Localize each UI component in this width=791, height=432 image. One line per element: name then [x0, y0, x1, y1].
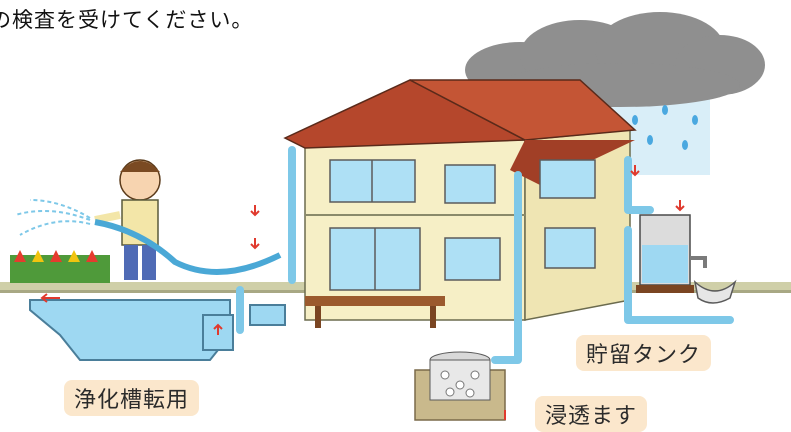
water-spray	[14, 199, 91, 236]
person-watering	[94, 159, 161, 280]
wooden-deck	[305, 296, 445, 306]
page-heading: の検査を受けてください。	[0, 8, 254, 32]
label-septic-conversion: 浄化槽転用	[64, 380, 200, 416]
infiltration-basin	[414, 351, 506, 421]
pipes	[236, 146, 734, 364]
tulip-flowers	[10, 250, 110, 283]
flow-arrows	[40, 165, 685, 420]
storage-tank	[636, 214, 737, 304]
septic-tank	[29, 299, 231, 361]
label-storage-tank: 貯留タンク	[576, 335, 712, 371]
label-infiltration: 浸透ます	[535, 396, 648, 432]
windows	[329, 159, 596, 291]
hose	[94, 219, 282, 275]
